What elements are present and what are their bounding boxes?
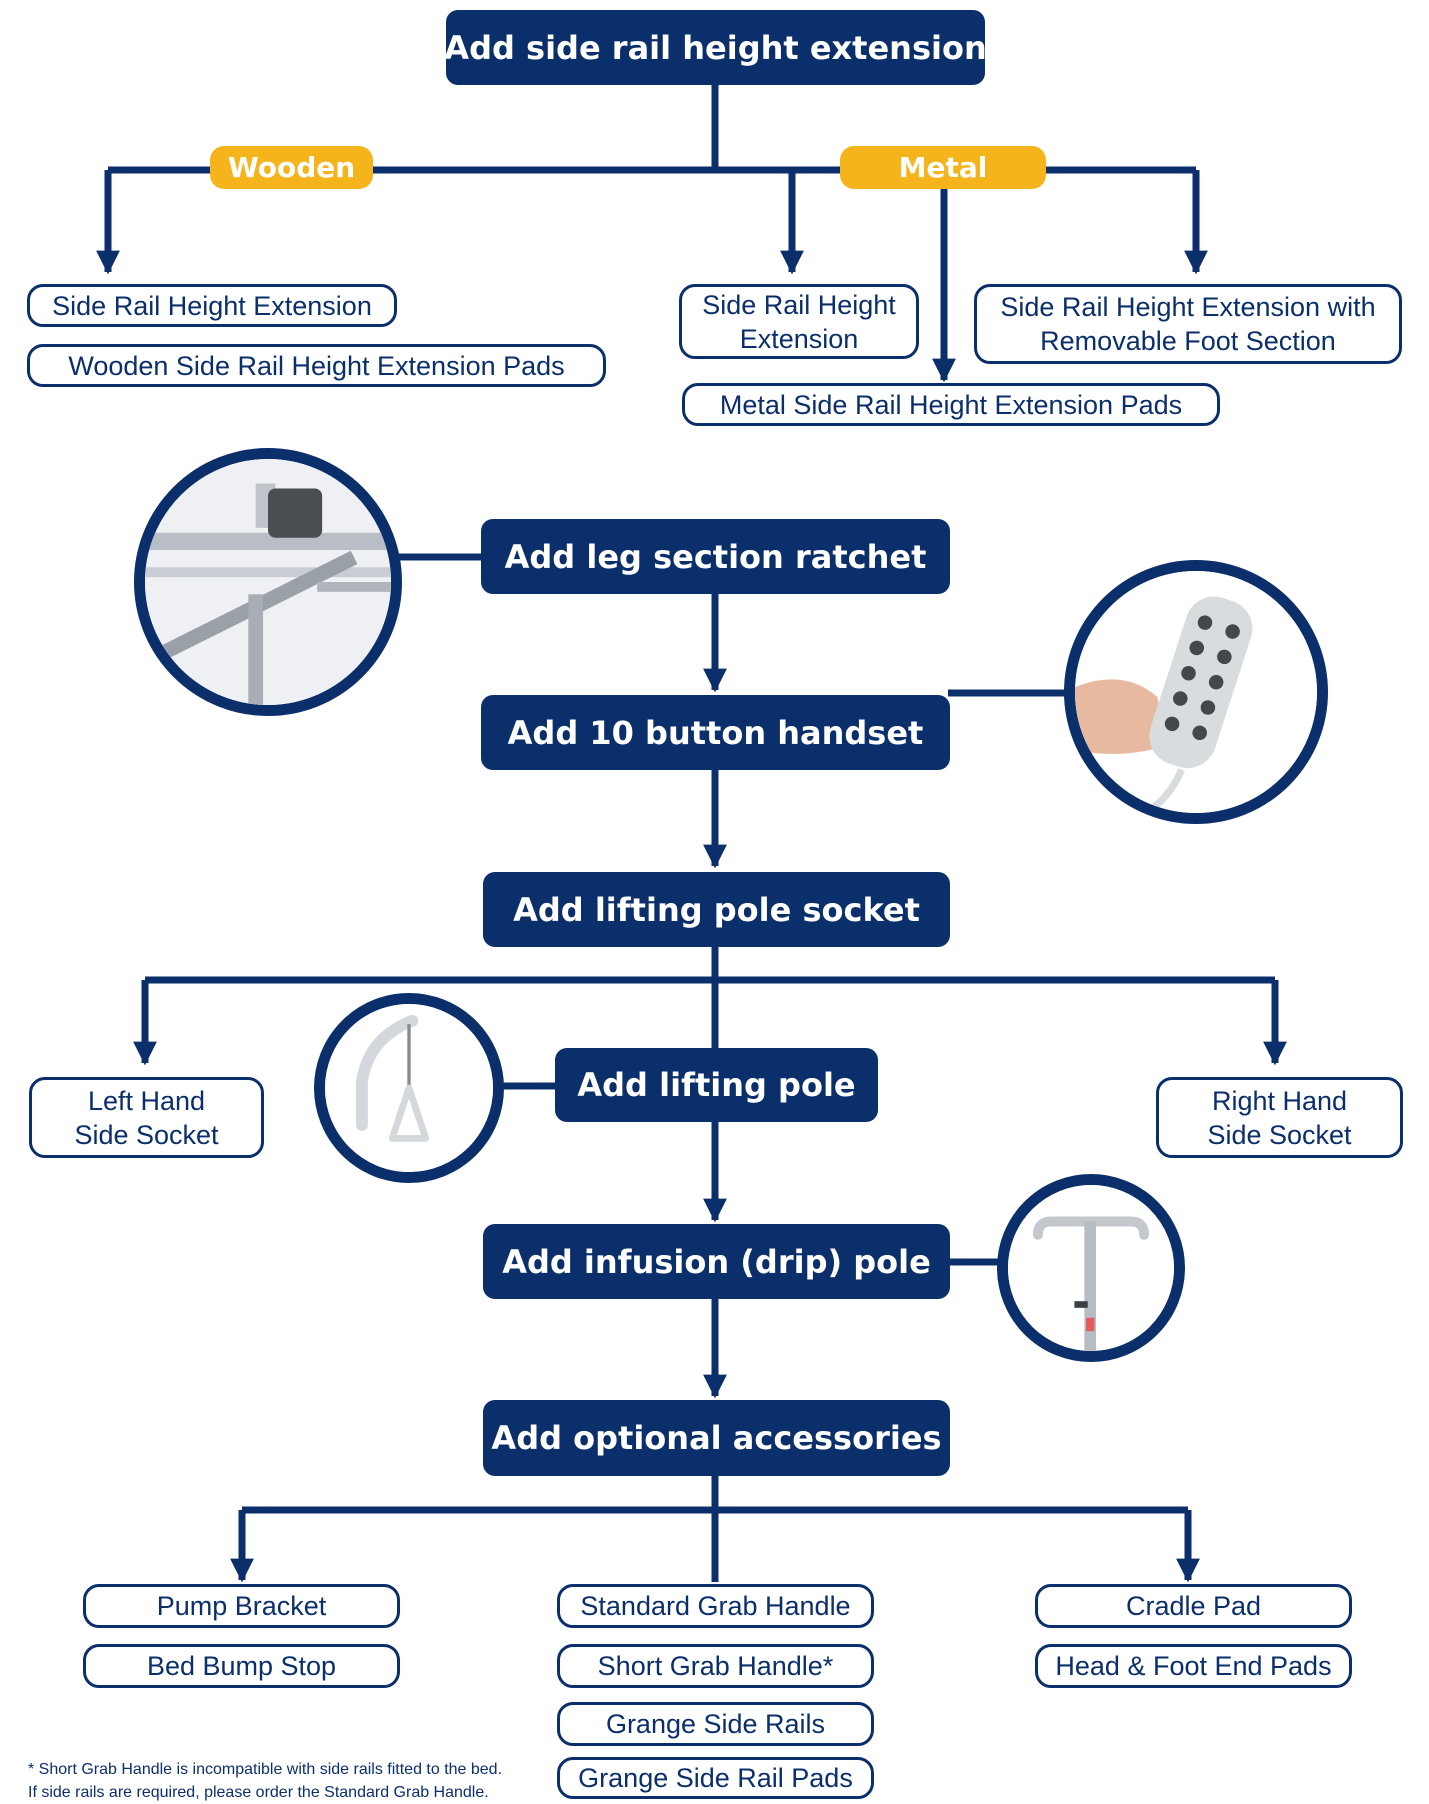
drip-pole-photo	[997, 1174, 1185, 1362]
option-head-foot-end-pads: Head & Foot End Pads	[1035, 1644, 1352, 1688]
option-metal-extension-line-1: Side Rail Height	[702, 289, 896, 320]
footnote-line-2: If side rails are required, please order…	[28, 1784, 489, 1801]
option-left-hand-socket-line-1: Left Hand	[87, 1085, 206, 1116]
drip-pole-icon	[1008, 1185, 1174, 1351]
option-bed-bump-stop: Bed Bump Stop	[83, 1644, 400, 1688]
step-leg-section-ratchet: Add leg section ratchet	[481, 519, 950, 594]
handset-icon	[1075, 571, 1317, 813]
option-metal-foot-extension-line-2: Removable Foot Section	[1040, 326, 1336, 356]
option-wooden-pads: Wooden Side Rail Height Extension Pads	[27, 344, 606, 387]
option-grange-side-rails: Grange Side Rails	[557, 1702, 874, 1746]
option-metal-extension: Side Rail Height Extension	[679, 284, 919, 359]
leg-ratchet-photo	[134, 448, 402, 716]
option-metal-pads: Metal Side Rail Height Extension Pads	[682, 383, 1220, 426]
option-right-hand-socket-line-2: Side Socket	[1207, 1119, 1352, 1150]
step-side-rail-extension: Add side rail height extension	[444, 10, 987, 85]
option-right-hand-socket: Right Hand Side Socket	[1156, 1077, 1403, 1158]
option-wooden-extension: Side Rail Height Extension	[27, 284, 397, 327]
handset-photo	[1064, 560, 1328, 824]
tag-wooden: Wooden	[210, 146, 373, 189]
option-pump-bracket: Pump Bracket	[83, 1584, 400, 1628]
bed-frame-icon	[145, 459, 391, 705]
step-10-button-handset: Add 10 button handset	[481, 695, 950, 770]
option-short-grab-handle: Short Grab Handle*	[557, 1644, 874, 1688]
lifting-pole-icon	[325, 1004, 493, 1172]
step-optional-accessories: Add optional accessories	[483, 1400, 950, 1476]
footnote-line-1: * Short Grab Handle is incompatible with…	[28, 1761, 503, 1778]
option-metal-extension-line-2: Extension	[739, 323, 859, 354]
option-right-hand-socket-line-1: Right Hand	[1211, 1085, 1348, 1116]
option-grange-side-rail-pads: Grange Side Rail Pads	[557, 1757, 874, 1799]
option-metal-foot-extension: Side Rail Height Extension with Removabl…	[974, 284, 1402, 364]
option-standard-grab-handle: Standard Grab Handle	[557, 1584, 874, 1628]
lifting-pole-photo	[314, 993, 504, 1183]
option-left-hand-socket: Left Hand Side Socket	[29, 1077, 264, 1158]
step-lifting-pole-socket: Add lifting pole socket	[483, 872, 950, 947]
option-cradle-pad: Cradle Pad	[1035, 1584, 1352, 1628]
tag-metal: Metal	[840, 146, 1046, 189]
step-lifting-pole: Add lifting pole	[555, 1048, 878, 1122]
step-infusion-pole: Add infusion (drip) pole	[483, 1224, 950, 1299]
option-metal-foot-extension-line-1: Side Rail Height Extension with	[1000, 292, 1376, 322]
footnote: * Short Grab Handle is incompatible with…	[28, 1758, 502, 1804]
option-left-hand-socket-line-2: Side Socket	[74, 1119, 219, 1150]
